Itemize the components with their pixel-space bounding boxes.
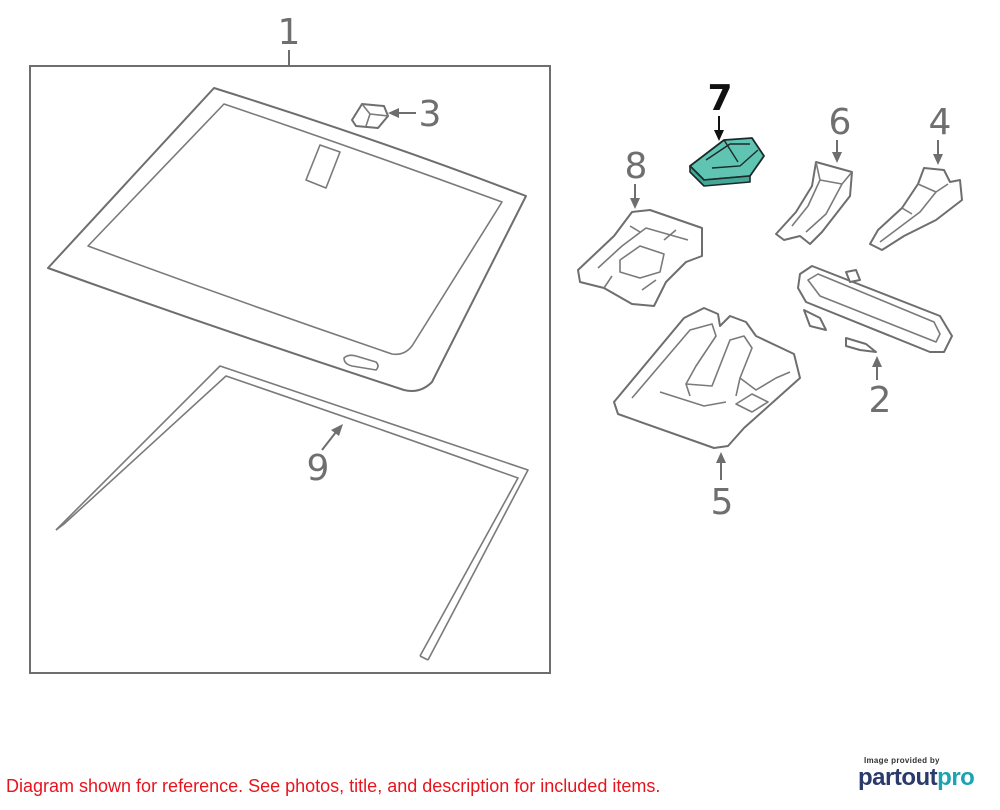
callout-9: 9 [307,448,330,489]
console-housing [613,307,801,449]
callout-1: 1 [278,12,301,53]
callout-4: 4 [929,102,952,143]
brand-name-part2: pro [937,764,975,791]
bracket-part-8 [577,209,703,307]
callout-5: 5 [711,482,734,523]
windshield-glass [47,87,527,392]
callout-6: 6 [829,102,852,143]
callout-2: 2 [869,380,892,421]
cover-part-4 [869,167,963,251]
rear-view-mirror [797,265,953,353]
brand-logo: Image provided by partoutpro [858,756,990,792]
callout-3: 3 [419,94,442,135]
brand-name-part1: partout [858,764,938,791]
callout-8: 8 [625,146,648,187]
reference-disclaimer: Diagram shown for reference. See photos,… [6,776,661,796]
bracket-part-6 [775,161,853,245]
brand-name: partoutpro [858,764,990,792]
clip-part [351,103,389,129]
callout-7: 7 [707,78,732,119]
windshield-molding [55,365,529,661]
leader-arrows [321,108,943,480]
brand-caption: Image provided by [864,756,940,765]
highlighted-part-7 [689,137,765,187]
